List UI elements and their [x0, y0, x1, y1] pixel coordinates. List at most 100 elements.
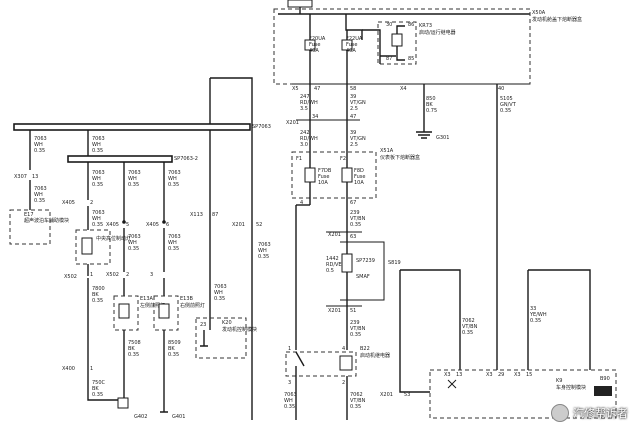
kr73-pin-87: 87: [386, 56, 392, 62]
w7063b-circ: 7063: [34, 186, 47, 192]
w39a-circ: 39: [350, 94, 356, 100]
kr73-pin-30: 30: [386, 22, 392, 28]
k20-module-frame: [195, 317, 247, 359]
f22ua-type: Fuse: [346, 42, 357, 48]
e13b-id: E13B: [180, 296, 194, 302]
w242-color: RD/WH: [300, 136, 318, 142]
w39a-color: VT/GN: [350, 100, 366, 106]
x405b-pin-5: 5: [126, 222, 129, 228]
watermark: 汽修帮诉者: [551, 404, 628, 422]
w7508-color: BK: [128, 346, 135, 352]
watermark-text: 汽修帮诉者: [573, 407, 628, 420]
w7062b-circ: 7062: [350, 392, 363, 398]
kr73-pin-85: 85: [408, 56, 414, 62]
s819-label: S819: [388, 260, 401, 266]
k9-id: K9: [556, 378, 562, 384]
k20-internal-ground: [200, 330, 208, 347]
w7063-k20-gauge: 0.35: [214, 296, 225, 302]
x502b-pin-2: 2: [126, 272, 129, 278]
sp7239-label: SP7239: [356, 258, 375, 264]
hilamp-bulb: [81, 237, 93, 255]
x5-label: X5: [292, 86, 299, 92]
k20-name: 发动机控制模块: [222, 326, 257, 333]
b22-pin-4: 4: [342, 346, 345, 352]
kr73-id: KR73: [419, 23, 432, 29]
x502a-pin-1: 1: [90, 272, 93, 278]
f7-fuse-symbol: [304, 167, 316, 183]
w239b-color: VT/BN: [350, 326, 366, 332]
w7063d-color: WH: [92, 176, 101, 182]
x201a-pin-47: 47: [350, 114, 356, 120]
w7063g-circ: 7063: [128, 234, 141, 240]
f20ua-id: F20UA: [309, 36, 326, 42]
w7063k-circ: 7063: [284, 392, 297, 398]
w239a-color: VT/BN: [350, 216, 366, 222]
w7063j-circ: 7063: [258, 242, 271, 248]
e13b-name: 右侧前照灯: [180, 302, 205, 309]
w33-circ: 33: [530, 306, 536, 312]
x51a-pin-66: 67: [350, 200, 356, 206]
x201e-pin-53: 53: [404, 392, 410, 398]
w750c-color: BK: [92, 386, 99, 392]
k9-pin-13: 13: [456, 372, 462, 378]
x405b-junction: [122, 220, 126, 224]
e17-name: 超声波泊车辅助模块: [24, 217, 69, 224]
x51a-pin-f2: F2: [340, 156, 346, 162]
w7063c-circ: 7063: [92, 136, 105, 142]
k9-input-cross: [447, 379, 457, 389]
w850-gauge: 0.75: [426, 108, 437, 114]
w247-circ: 247: [300, 94, 310, 100]
w750c-circ: 750C: [92, 380, 106, 386]
k9-pin-15: 15: [526, 372, 532, 378]
w7063i-circ: 7063: [168, 234, 181, 240]
e13a-lamp-frame: [113, 295, 139, 331]
w39a-gauge: 2.5: [350, 106, 358, 112]
w850-circ: 850: [426, 96, 436, 102]
w7063d-circ: 7063: [92, 170, 105, 176]
f7-id: F7DB: [318, 168, 332, 174]
w7800-gauge: 0.35: [92, 298, 103, 304]
w7063f-circ: 7063: [128, 170, 141, 176]
x51a-fuse-block-frame: [291, 151, 377, 199]
w7063b-color: WH: [34, 192, 43, 198]
k9-pin-x3c: X3: [514, 372, 521, 378]
x405a-label: X405: [62, 200, 75, 206]
x51a-pin-4: 4: [300, 200, 303, 206]
x113-pin-87: 87: [212, 212, 218, 218]
x502c-pin-3: 3: [150, 272, 153, 278]
kr73-name: 启动/运行继电器: [419, 29, 456, 36]
x405b-label: X405: [106, 222, 119, 228]
w7062b-gauge: 0.35: [350, 404, 361, 410]
w239a-circ: 239: [350, 210, 360, 216]
x201d-label: X201: [232, 222, 245, 228]
w7063i-color: WH: [168, 240, 177, 246]
x201d-pin-52: 52: [256, 222, 262, 228]
w7063c-gauge: 0.35: [92, 148, 103, 154]
f22ua-id: F22UA: [346, 36, 363, 42]
w1442-circ: 1442: [326, 256, 339, 262]
x400-label: X400: [62, 366, 75, 372]
wire-7062-route: [400, 269, 461, 370]
b22-switch-contact: [295, 351, 305, 376]
x50a-name: 发动机舱盖下熔断器盒: [532, 16, 582, 23]
f22ua-rating: 40A: [346, 48, 356, 54]
w7063a-color: WH: [34, 142, 43, 148]
g301-label: G301: [436, 135, 449, 141]
k9-connector-block: [594, 386, 612, 396]
sp7063-splice-bar: [13, 123, 251, 131]
kr73-coil: [391, 33, 403, 47]
b22-pin-2: 2: [342, 380, 345, 386]
x307-pin-13: 13: [32, 174, 38, 180]
w7063f-color: WH: [128, 176, 137, 182]
sp7063-2-label: SP7063-2: [174, 156, 198, 162]
w5105-color: GN/VT: [500, 102, 517, 108]
kr73-pin-86: 86: [408, 22, 414, 28]
g402-label: G402: [134, 414, 147, 420]
w242-gauge: 3.0: [300, 142, 308, 148]
w7063j-color: WH: [258, 248, 267, 254]
w5105-circ: 5105: [500, 96, 513, 102]
w5105-gauge: 0.35: [500, 108, 511, 114]
main-feed-wire: [278, 7, 530, 15]
e17-id: E17: [24, 212, 34, 218]
